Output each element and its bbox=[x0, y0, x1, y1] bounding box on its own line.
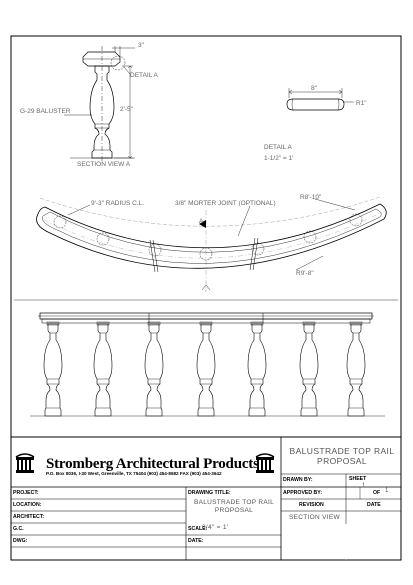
title-block-frame bbox=[11, 436, 401, 560]
section-view-baluster bbox=[64, 46, 135, 162]
radius-cl-label: 9'-3" RADIUS C.L. bbox=[91, 200, 144, 207]
company-name: Stromberg Architectural Products bbox=[46, 456, 259, 472]
outer-radius-label: R8'-10" bbox=[300, 194, 322, 201]
sheet-label: SHEET bbox=[349, 476, 367, 482]
detail-a-title: DETAIL A bbox=[264, 144, 292, 151]
section-marker: A bbox=[199, 218, 204, 225]
baluster-label: G-29 BALUSTER bbox=[20, 108, 71, 115]
sheet-number: 1 bbox=[362, 483, 366, 489]
project-label: PROJECT: bbox=[13, 490, 39, 496]
scale-label: SCALE: bbox=[188, 526, 208, 532]
company-address: P.O. Box 8036, I-30 West, Greenville, TX… bbox=[46, 471, 222, 476]
detail-a-drawing bbox=[286, 88, 354, 111]
elevation-balustrade bbox=[14, 299, 398, 417]
drawing-title-value: BALUSTRADE TOP RAIL PROPOSAL bbox=[193, 499, 275, 514]
dwg-label: DWG: bbox=[13, 538, 28, 544]
revision-label: REVISION bbox=[299, 502, 324, 508]
drawn-by-label: DRAWN BY: bbox=[283, 477, 313, 483]
sheet-total: 1 bbox=[385, 488, 389, 494]
dim-detail-radius: R1" bbox=[356, 100, 367, 107]
approved-by-label: APPROVED BY: bbox=[283, 490, 323, 496]
detail-a-scale: 1-1/2" = 1' bbox=[264, 155, 293, 162]
revision-value: SECTION VIEW bbox=[289, 514, 340, 521]
dim-height: 2'-5" bbox=[120, 106, 134, 113]
inner-radius-label: R9'-8" bbox=[296, 270, 314, 277]
mortar-joint-label: 3/8" MORTER JOINT (OPTIONAL) bbox=[175, 200, 276, 207]
section-view-a-label: SECTION VIEW A bbox=[77, 161, 131, 168]
scale-value: 3/4" = 1' bbox=[202, 524, 229, 531]
dim-top-width: 3" bbox=[138, 42, 145, 49]
drawing-big-title: BALUSTRADE TOP RAIL PROPOSAL bbox=[289, 446, 395, 466]
stromberg-logo-icon bbox=[15, 453, 35, 474]
date-label: DATE: bbox=[188, 538, 204, 544]
date-column-label: DATE bbox=[367, 502, 381, 508]
location-label: LOCATION: bbox=[13, 502, 42, 508]
drawing-title-label: DRAWING TITLE: bbox=[188, 490, 231, 496]
detail-a-reference: DETAIL A bbox=[130, 72, 158, 79]
plan-view-curved-rail bbox=[36, 196, 387, 292]
gc-label: G.C. bbox=[13, 526, 24, 532]
of-label: OF bbox=[373, 490, 381, 496]
dim-detail-width: 8" bbox=[311, 85, 318, 92]
architect-label: ARCHITECT: bbox=[13, 514, 45, 520]
